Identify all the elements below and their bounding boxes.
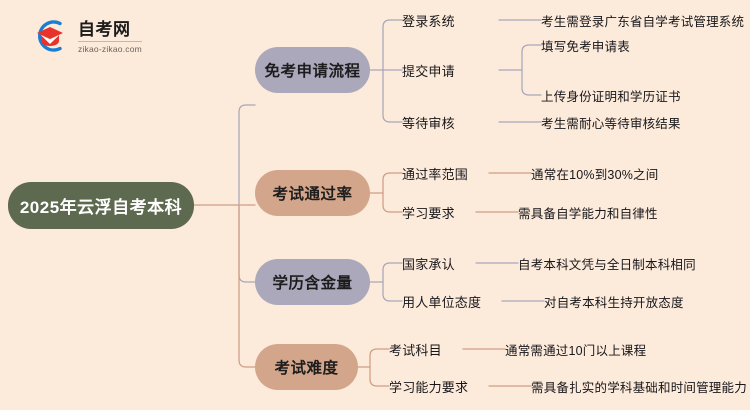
graduation-cap-icon	[30, 16, 70, 56]
subnode-tijiao-shenqing[interactable]: 提交申请	[402, 63, 455, 79]
detail-kaoshi-kemu-1: 通常需通过10门以上课程	[505, 343, 647, 358]
link-branch1-child1	[382, 19, 403, 71]
detail-guojia-chengren-1: 自考本科文凭与全日制本科相同	[518, 257, 696, 272]
detail-denglu-xitong-1: 考生需登录广东省自学考试管理系统	[541, 14, 745, 29]
detail-dengdai-shenhe-1: 考生需耐心等待审核结果	[541, 116, 681, 131]
link-root-branch-1	[238, 104, 256, 206]
detail-xuexi-yaoqiu-1: 需具备自学能力和自律性	[518, 206, 658, 221]
link-branch2-child1	[382, 172, 403, 194]
link-root-branch-4	[238, 204, 256, 368]
branch-node-xueli-hanjinliang[interactable]: 学历含金量	[255, 259, 370, 305]
link-branch4-child1	[369, 348, 390, 368]
link-branch3-child1	[382, 262, 403, 283]
link-branch2-child2	[382, 192, 403, 213]
link-branch4-child2	[369, 366, 390, 387]
logo-subtitle: zikao-zikao.com	[78, 43, 142, 54]
link-branch1-child3	[382, 69, 403, 123]
detail-yongren-danwei-taidu-1: 对自考本科生持开放态度	[544, 295, 684, 310]
subnode-yongren-danwei-taidu[interactable]: 用人单位态度	[402, 294, 482, 310]
link-b1c2-leaf2	[521, 69, 542, 96]
detail-tijiao-shenqing-2: 上传身份证明和学历证书	[541, 89, 681, 104]
site-logo: 自考网 zikao-zikao.com	[30, 14, 210, 58]
subnode-xuexi-nengli-yaoqiu[interactable]: 学习能力要求	[389, 379, 469, 395]
detail-tijiao-shenqing-1: 填写免考申请表	[541, 39, 630, 54]
branch-node-kaoshi-nandu[interactable]: 考试难度	[255, 344, 358, 390]
detail-xuexi-nengli-yaoqiu-1: 需具备扎实的学科基础和时间管理能力	[531, 380, 747, 395]
subnode-tongguolv-fanwei[interactable]: 通过率范围	[402, 166, 469, 182]
subnode-dengdai-shenhe[interactable]: 等待审核	[402, 115, 455, 131]
link-branch3-child2	[382, 281, 403, 302]
branch-node-mianka-shenqing-liucheng[interactable]: 免考申请流程	[255, 47, 370, 93]
subnode-xuexi-yaoqiu[interactable]: 学习要求	[402, 205, 455, 221]
subnode-kaoshi-kemu[interactable]: 考试科目	[389, 342, 442, 358]
logo-title: 自考网	[78, 21, 142, 42]
subnode-denglu-xitong[interactable]: 登录系统	[402, 13, 455, 29]
link-root-branch-3	[238, 204, 256, 283]
branch-node-kaoshi-tongguolv[interactable]: 考试通过率	[255, 170, 370, 216]
root-node[interactable]: 2025年云浮自考本科	[8, 182, 194, 229]
logo-text: 自考网 zikao-zikao.com	[78, 19, 142, 54]
link-b1c2-leaf1	[521, 44, 542, 71]
subnode-guojia-chengren[interactable]: 国家承认	[402, 256, 455, 272]
detail-tongguolv-fanwei-1: 通常在10%到30%之间	[531, 167, 659, 182]
